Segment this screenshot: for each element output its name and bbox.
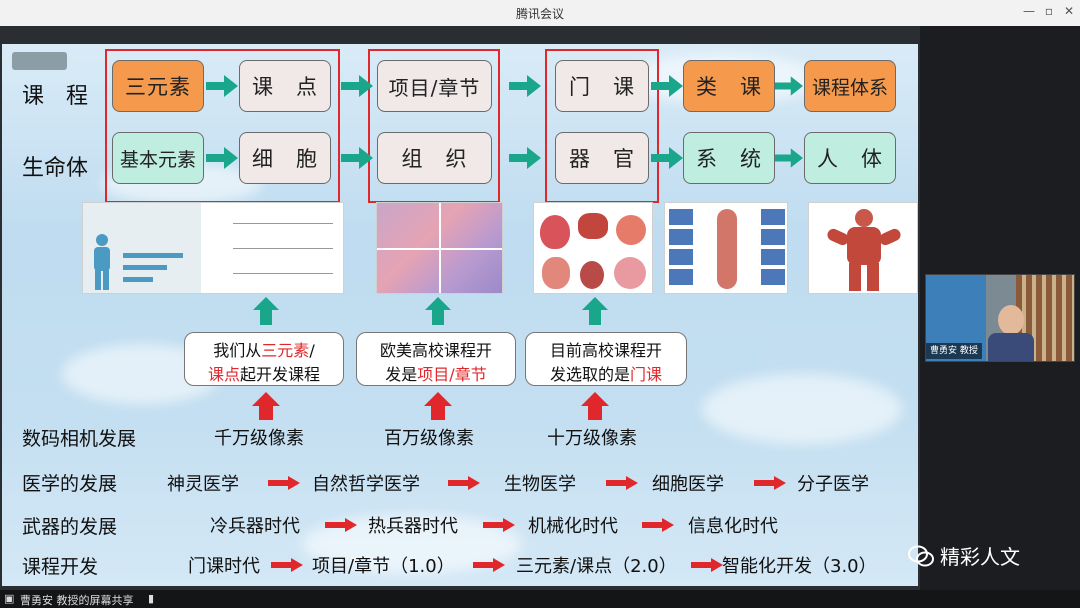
organ-image	[533, 202, 653, 294]
weapons-item: 冷兵器时代	[210, 516, 300, 537]
course-box-1: 三元素	[112, 60, 204, 112]
arrow-right-icon	[341, 75, 373, 97]
camera-row-label: 数码相机发展	[22, 428, 137, 450]
course-row-label: 课 程	[22, 84, 89, 109]
window-titlebar: 腾讯会议 — ▫ ✕	[0, 0, 1080, 27]
screen-share-icon[interactable]: ▣	[4, 592, 15, 605]
course-box-6: 课程体系	[804, 60, 896, 112]
life-row-label: 生命体	[22, 156, 89, 181]
arrow-right-icon	[651, 75, 683, 97]
wechat-watermark: 精彩人文	[908, 541, 1020, 570]
weapons-row-label: 武器的发展	[22, 516, 118, 538]
course-dev-row-label: 课程开发	[22, 556, 99, 578]
arrow-right-icon	[206, 147, 238, 169]
body-systems-image	[664, 202, 788, 294]
arrow-right-icon	[473, 558, 505, 572]
tissue-image	[376, 202, 503, 294]
cell-element-diagram-image	[82, 202, 344, 294]
course-box-4: 门 课	[555, 60, 649, 112]
course-dev-item: 三元素/课点（2.0）	[516, 556, 677, 577]
slide-toolbar-badge[interactable]	[12, 52, 67, 70]
minimize-icon[interactable]: —	[1023, 4, 1035, 18]
watermark-text: 精彩人文	[940, 545, 1020, 569]
medicine-row-label: 医学的发展	[22, 473, 118, 495]
life-box-5: 系 统	[683, 132, 775, 184]
arrow-right-icon	[775, 148, 803, 168]
life-box-2: 细 胞	[239, 132, 331, 184]
arrow-right-icon	[325, 518, 357, 532]
arrow-right-icon	[775, 76, 803, 96]
screen-share-status-bar: ▣ 曹勇安 教授的屏幕共享 ▮	[0, 590, 1080, 608]
course-box-3: 项目/章节	[377, 60, 492, 112]
arrow-right-icon	[268, 476, 300, 490]
course-dev-item: 项目/章节（1.0）	[312, 556, 455, 577]
signal-icon: ▮	[148, 592, 155, 605]
medicine-item: 神灵医学	[167, 474, 239, 495]
weapons-item: 信息化时代	[688, 516, 778, 537]
arrow-up-icon	[582, 297, 608, 325]
arrow-right-icon	[651, 147, 683, 169]
life-box-3: 组 织	[377, 132, 492, 184]
participant-name: 曹勇安 教授	[926, 343, 982, 359]
camera-item: 百万级像素	[384, 428, 474, 449]
arrow-up-icon	[581, 392, 609, 420]
window-title: 腾讯会议	[515, 7, 564, 21]
camera-item: 千万级像素	[214, 428, 304, 449]
life-box-1: 基本元素	[112, 132, 204, 184]
camera-item: 十万级像素	[547, 428, 637, 449]
wechat-icon	[908, 545, 934, 566]
arrow-up-icon	[253, 297, 279, 325]
arrow-right-icon	[271, 558, 303, 572]
arrow-right-icon	[341, 147, 373, 169]
screen-share-text: 曹勇安 教授的屏幕共享	[20, 594, 134, 607]
weapons-item: 热兵器时代	[368, 516, 458, 537]
weapons-item: 机械化时代	[528, 516, 618, 537]
arrow-right-icon	[483, 518, 515, 532]
presentation-slide: 课 程 生命体 三元素 课 点 项目/章节 门 课 类 课 课程体系 基本元素 …	[2, 44, 918, 586]
arrow-right-icon	[691, 558, 723, 572]
course-dev-item: 智能化开发（3.0）	[722, 556, 877, 577]
life-box-6: 人 体	[804, 132, 896, 184]
maximize-icon[interactable]: ▫	[1044, 4, 1054, 18]
close-icon[interactable]: ✕	[1063, 4, 1075, 18]
arrow-up-icon	[252, 392, 280, 420]
arrow-right-icon	[509, 75, 541, 97]
callout-3: 目前高校课程开 发选取的是门课	[525, 332, 687, 386]
arrow-right-icon	[642, 518, 674, 532]
medicine-item: 分子医学	[797, 474, 869, 495]
human-body-image	[808, 202, 918, 294]
arrow-up-icon	[425, 297, 451, 325]
callout-1: 我们从三元素/ 课点起开发课程	[184, 332, 344, 386]
arrow-right-icon	[206, 75, 238, 97]
arrow-right-icon	[448, 476, 480, 490]
course-dev-item: 门课时代	[188, 556, 260, 577]
arrow-right-icon	[754, 476, 786, 490]
arrow-up-icon	[424, 392, 452, 420]
life-box-4: 器 官	[555, 132, 649, 184]
participant-video[interactable]: 曹勇安 教授	[925, 274, 1075, 362]
arrow-right-icon	[509, 147, 541, 169]
callout-2: 欧美高校课程开 发是项目/章节	[356, 332, 516, 386]
course-box-5: 类 课	[683, 60, 775, 112]
arrow-right-icon	[606, 476, 638, 490]
medicine-item: 细胞医学	[652, 474, 724, 495]
medicine-item: 生物医学	[504, 474, 576, 495]
medicine-item: 自然哲学医学	[312, 474, 420, 495]
course-box-2: 课 点	[239, 60, 331, 112]
